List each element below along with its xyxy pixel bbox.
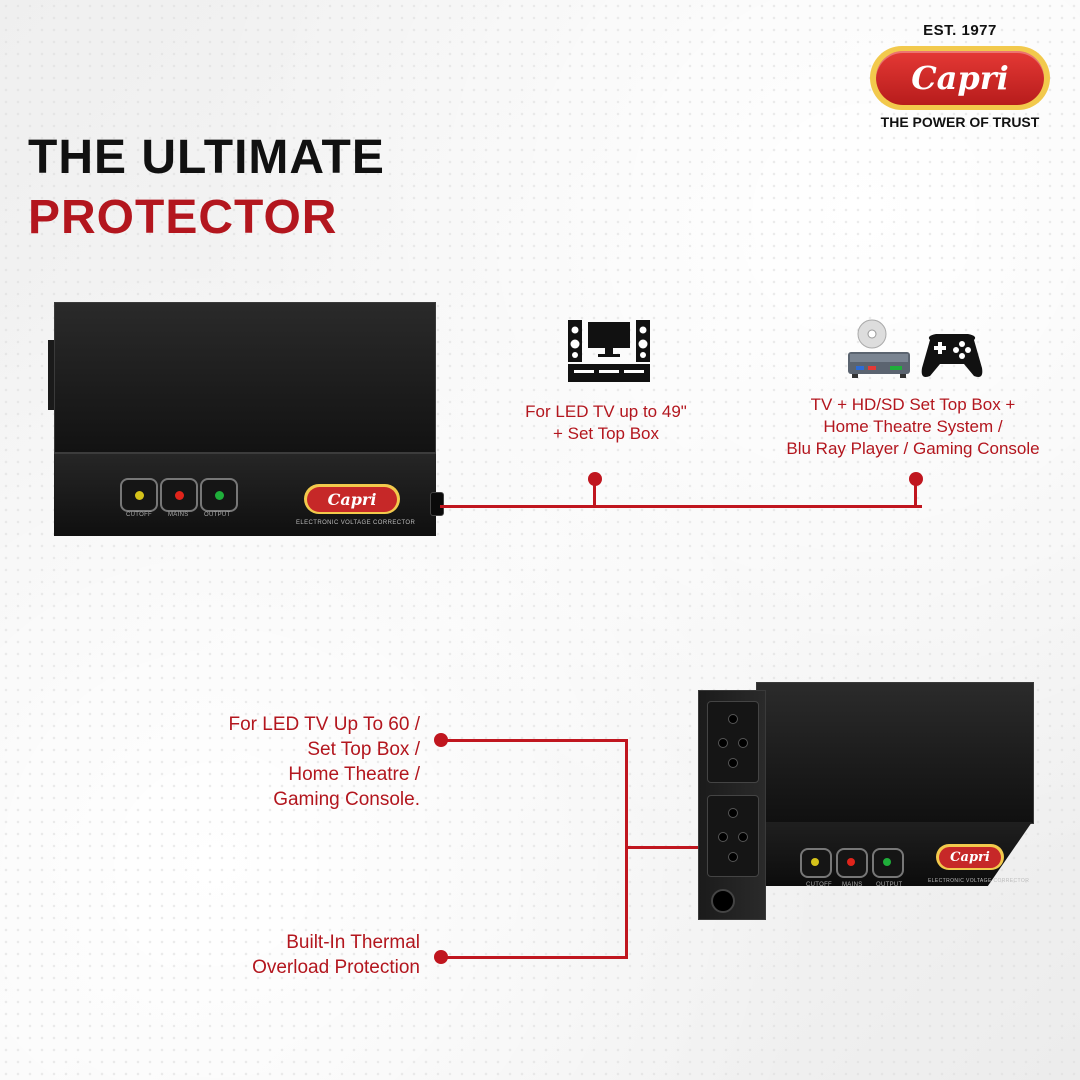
connector-line-device bbox=[625, 846, 701, 849]
device-model-label: ELECTRONIC VOLTAGE CORRECTOR bbox=[928, 878, 1030, 884]
power-socket-1 bbox=[707, 701, 759, 783]
connector-drop-2 bbox=[914, 480, 917, 507]
voltage-corrector-side-view: CUTOFF MAINS OUTPUT Capri ELECTRONIC VOL… bbox=[696, 682, 1036, 922]
cutoff-indicator-icon bbox=[800, 848, 832, 878]
device-logo-text: Capri bbox=[939, 846, 1001, 868]
device-top-panel bbox=[756, 682, 1034, 824]
connector-line-b2 bbox=[446, 956, 628, 959]
home-theatre-icon bbox=[568, 320, 650, 382]
feature-caption-led-49: For LED TV up to 49" + Set Top Box bbox=[525, 402, 687, 443]
power-knob bbox=[430, 492, 444, 516]
indicator-label-cutoff: CUTOFF bbox=[806, 882, 833, 888]
indicator-label-mains: MAINS bbox=[842, 882, 863, 888]
brand-logo-text: Capri bbox=[876, 51, 1044, 105]
device-side-panel bbox=[698, 690, 766, 920]
indicator-label-cutoff: CUTOFF bbox=[126, 512, 153, 518]
voltage-corrector-front-view: CUTOFF MAINS OUTPUT Capri ELECTRONIC VOL… bbox=[48, 302, 444, 536]
output-indicator-icon bbox=[872, 848, 904, 878]
logo-established: EST. 1977 bbox=[923, 22, 997, 39]
headline-line1: THE ULTIMATE bbox=[28, 131, 385, 184]
cutoff-indicator-icon bbox=[120, 478, 158, 512]
thermal-reset-button bbox=[711, 889, 735, 913]
connector-dot-3 bbox=[434, 733, 448, 747]
brand-logo: Capri bbox=[870, 46, 1050, 110]
power-socket-2 bbox=[707, 795, 759, 877]
device-top-panel bbox=[54, 302, 436, 454]
indicator-label-output: OUTPUT bbox=[204, 512, 231, 518]
feature-caption-led-60: For LED TV Up To 60 / Set Top Box / Home… bbox=[228, 714, 421, 810]
device-front-panel: CUTOFF MAINS OUTPUT Capri ELECTRONIC VOL… bbox=[54, 452, 436, 536]
mains-indicator-icon bbox=[160, 478, 198, 512]
logo-tagline: THE POWER OF TRUST bbox=[880, 114, 1040, 130]
device-side-panel bbox=[48, 340, 56, 410]
connector-line-b1 bbox=[446, 739, 628, 742]
connector-dot-4 bbox=[434, 950, 448, 964]
output-indicator-icon bbox=[200, 478, 238, 512]
connector-line-top bbox=[440, 505, 922, 508]
device-logo-text: Capri bbox=[307, 486, 397, 512]
device-logo: Capri bbox=[304, 484, 400, 514]
connector-dot-2 bbox=[909, 472, 923, 486]
set-top-box-and-gamepad-icon bbox=[848, 319, 983, 378]
device-logo: Capri bbox=[936, 844, 1004, 870]
feature-caption-tv-stb: TV + HD/SD Set Top Box + Home Theatre Sy… bbox=[786, 395, 1040, 458]
feature-caption-thermal: Built-In Thermal Overload Protection bbox=[252, 932, 420, 978]
connector-drop-1 bbox=[593, 480, 596, 507]
connector-dot-1 bbox=[588, 472, 602, 486]
headline-line2: PROTECTOR bbox=[28, 191, 338, 244]
connector-vertical bbox=[625, 739, 628, 959]
indicator-label-output: OUTPUT bbox=[876, 882, 903, 888]
mains-indicator-icon bbox=[836, 848, 868, 878]
device-model-label: ELECTRONIC VOLTAGE CORRECTOR bbox=[296, 520, 416, 526]
indicator-label-mains: MAINS bbox=[168, 512, 189, 518]
